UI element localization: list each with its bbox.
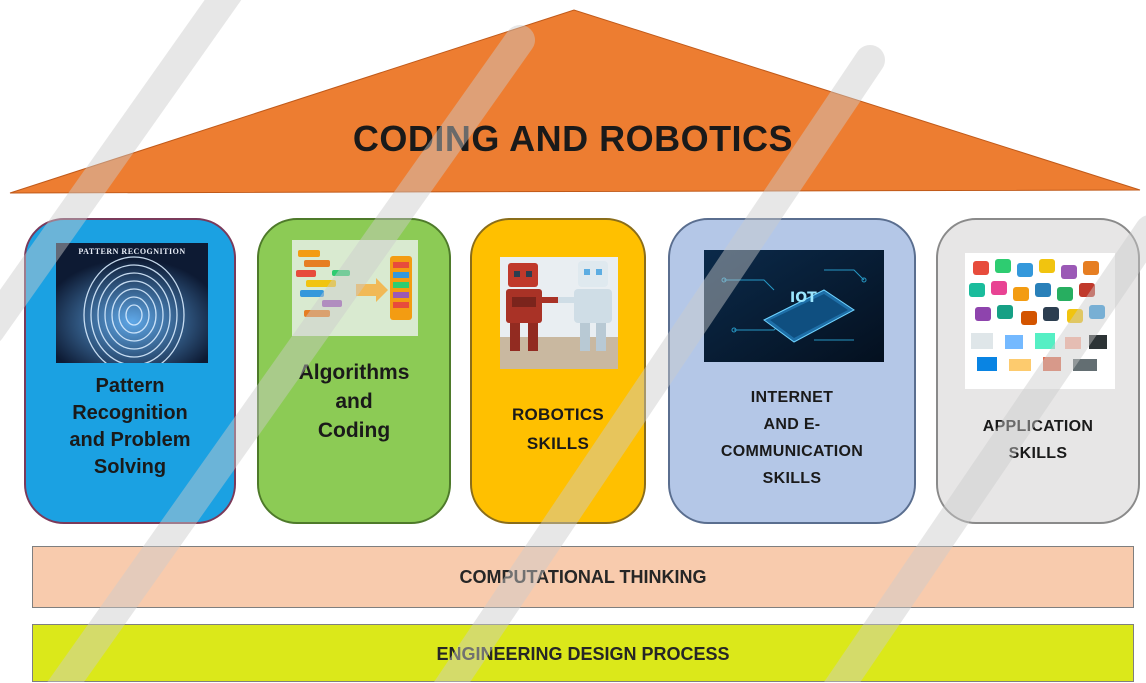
- pillar-robotics-skills: ROBOTICS SKILLS: [470, 218, 646, 524]
- pillar-label: Algorithms and Coding: [298, 361, 410, 442]
- engineering-design-process-band: ENGINEERING DESIGN PROCESS: [32, 624, 1134, 682]
- computational-thinking-band: COMPUTATIONAL THINKING: [32, 546, 1134, 608]
- image-caption: PATTERN RECOGNITION: [78, 247, 186, 256]
- roof: [9, 9, 1141, 194]
- roof-title: CODING AND ROBOTICS: [352, 118, 794, 159]
- pillar-label: INTERNET AND E- COMMUNICATION SKILLS: [720, 389, 864, 487]
- red-robot-icon: [506, 263, 558, 351]
- roof-triangle: [9, 9, 1141, 194]
- pillar-internet-communication: IOT INTERNET AND E- COMMUNICATION SKILLS: [668, 218, 916, 524]
- pillar-label: ROBOTICS SKILLS: [511, 405, 605, 453]
- fingerprint-image: PATTERN RECOGNITION: [56, 243, 208, 363]
- pillar-label: APPLICATION SKILLS: [982, 418, 1094, 462]
- app-icons-image: [965, 253, 1115, 389]
- pillar-pattern-recognition: PATTERN RECOGNITION Pattern Recognition …: [24, 218, 236, 524]
- pillar-algorithms-coding: Algorithms and Coding: [257, 218, 451, 524]
- white-robot-icon: [558, 261, 612, 351]
- code-blocks-image: [292, 240, 418, 336]
- pillar-label: Pattern Recognition and Problem Solving: [69, 375, 191, 478]
- robots-handshake-image: [500, 257, 618, 369]
- iot-device-image: IOT: [704, 250, 884, 362]
- svg-text:IOT: IOT: [790, 290, 817, 306]
- fingerprint-icon: [56, 256, 208, 363]
- pillar-application-skills: APPLICATION SKILLS: [936, 218, 1140, 524]
